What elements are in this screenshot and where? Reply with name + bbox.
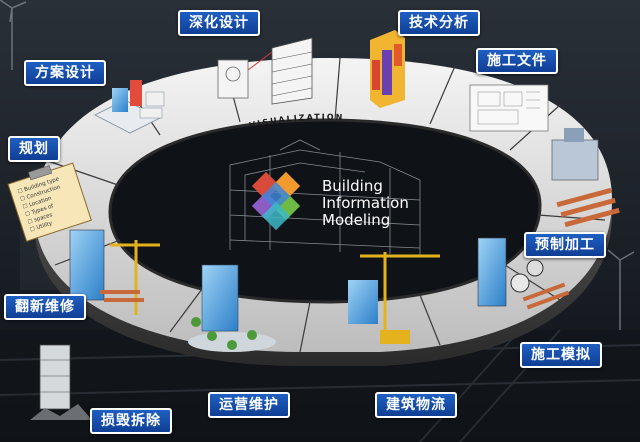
stage-label-prefabrication: 预制加工	[524, 232, 606, 258]
stage-label-demolition: 损毁拆除	[90, 408, 172, 434]
construction-documents-illustration	[469, 84, 549, 132]
wind-turbine-icon	[0, 0, 635, 330]
stage-label-operation-maintenance: 运营维护	[208, 392, 290, 418]
center-line-3: Modeling	[322, 211, 390, 229]
stage-label-technical-analysis: 技术分析	[398, 10, 480, 36]
scheme-design-illustration	[94, 80, 165, 134]
lifecycle-ring: VISUALIZATION	[35, 57, 612, 366]
stage-label-construction-documents: 施工文件	[476, 48, 558, 74]
center-line-1: Building	[322, 177, 383, 195]
stage-label-detailed-design: 深化设计	[178, 10, 260, 36]
construction-simulation-illustration	[477, 237, 570, 310]
renovation-illustration	[69, 229, 160, 315]
stage-label-construction-logistics: 建筑物流	[375, 392, 457, 418]
planning-clipboard: ☐ Building type☐ Construction☐ Location☐…	[7, 162, 92, 242]
operation-maintenance-illustration	[188, 264, 276, 352]
demolition-illustration	[30, 344, 92, 420]
construction-logistics-illustration	[348, 252, 440, 344]
technical-analysis-illustration	[370, 30, 405, 108]
prefabrication-illustration	[551, 128, 620, 228]
stage-label-scheme-design: 方案设计	[24, 60, 106, 86]
stage-label-planning: 规划	[8, 136, 60, 162]
stage-label-renovation: 翻新维修	[4, 294, 86, 320]
detailed-design-illustration	[217, 37, 313, 105]
stage-label-construction-simulation: 施工模拟	[520, 342, 602, 368]
center-line-2: Information	[322, 194, 409, 212]
